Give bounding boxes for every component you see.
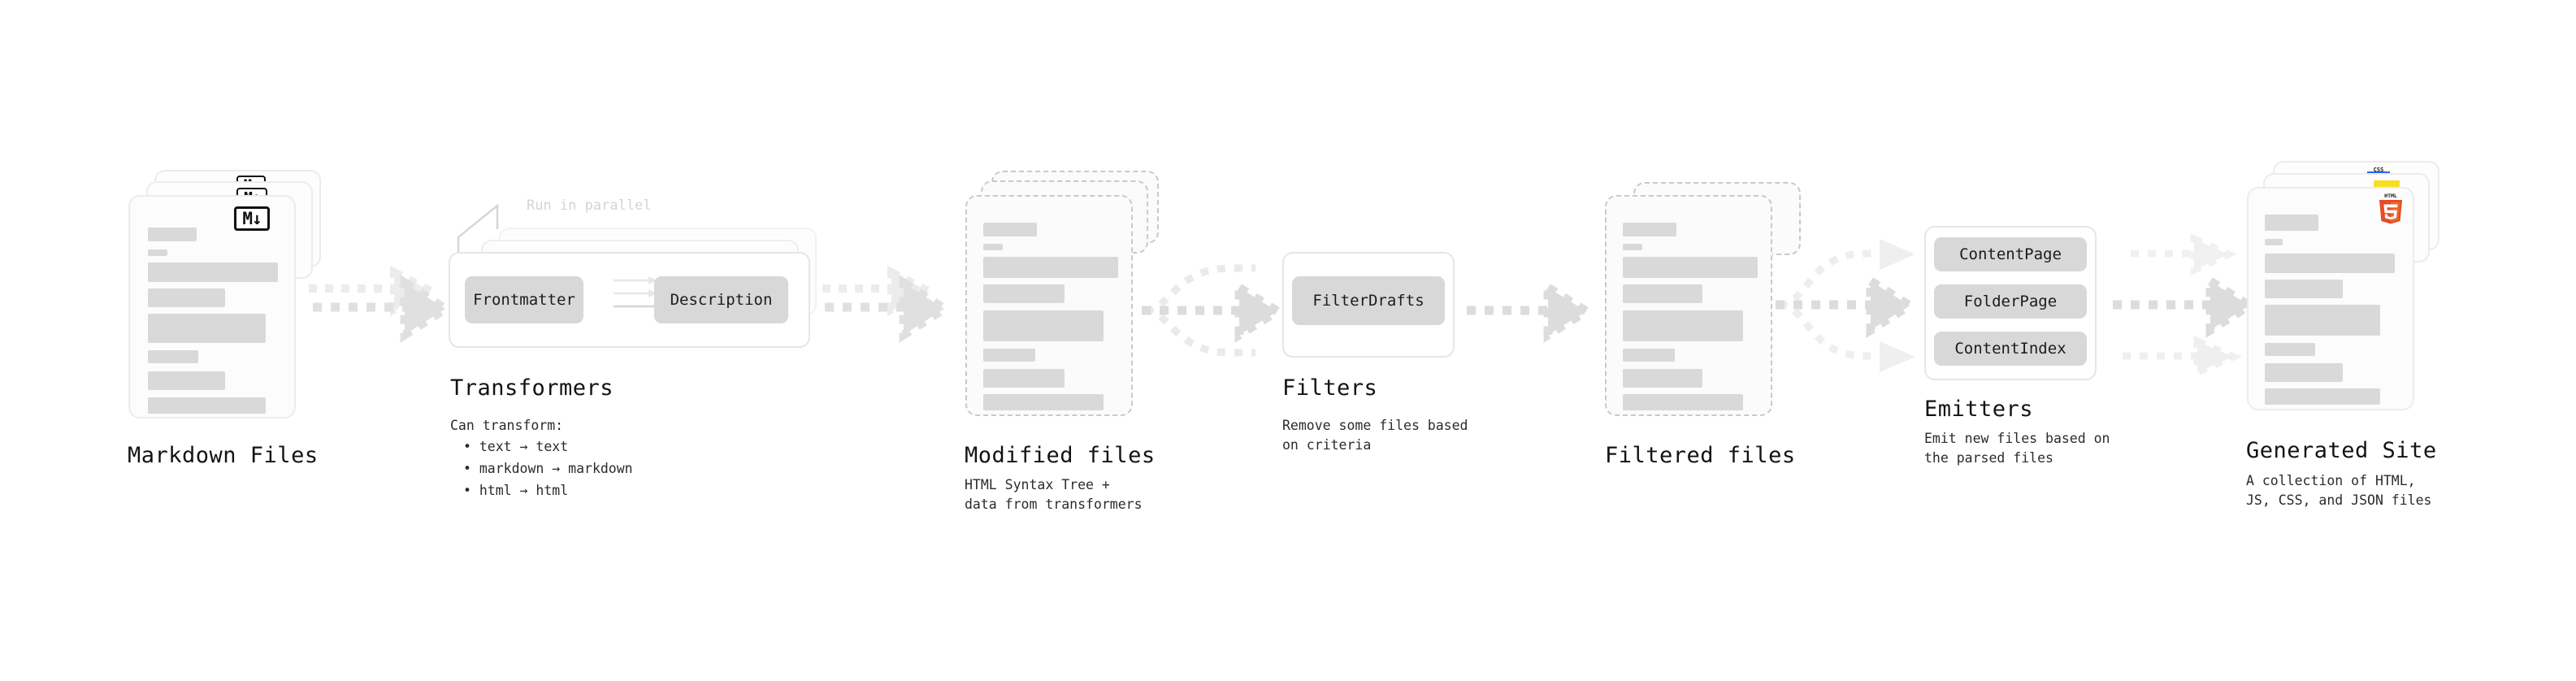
skeleton-bar (148, 350, 198, 363)
filtered-card-front (1605, 195, 1772, 416)
skeleton-bar (2265, 363, 2343, 382)
skeleton-bar (2265, 215, 2318, 231)
skeleton-bar (1623, 369, 1702, 388)
stage-title-emitters: Emitters (1924, 397, 2034, 422)
stage-title-filters: Filters (1282, 375, 1378, 401)
transformer-chip-frontmatter[interactable]: Frontmatter (465, 276, 583, 323)
skeleton-bar (1623, 349, 1675, 362)
skeleton-bar (983, 244, 1003, 250)
generated-site-subtitle: A collection of HTML, JS, CSS, and JSON … (2246, 473, 2432, 508)
emitter-chip-contentindex[interactable]: ContentIndex (1934, 332, 2087, 366)
skeleton-bar (148, 228, 197, 241)
connector-filtered-to-emitters (1776, 239, 1919, 372)
filter-chip-filterdrafts[interactable]: FilterDrafts (1292, 276, 1445, 325)
skeleton-bar (2265, 305, 2380, 336)
stage-title-filtered-files: Filtered files (1605, 443, 1796, 468)
transformers-bullet-1: • markdown → markdown (463, 461, 633, 476)
markdown-icon: M↓ (234, 206, 270, 231)
skeleton-bar (148, 288, 225, 307)
svg-text:HTML: HTML (2384, 193, 2397, 199)
connector-filters-to-filtered (1467, 280, 1595, 343)
skeleton-bar (2265, 280, 2343, 298)
transformers-bullet-0: • text → text (463, 439, 569, 454)
markdown-card-front (128, 195, 296, 419)
run-in-parallel-label: Run in parallel (527, 197, 652, 214)
skeleton-bar (1623, 310, 1743, 341)
skeleton-bar (983, 369, 1065, 388)
skeleton-bar (983, 349, 1035, 362)
emitter-chip-folderpage[interactable]: FolderPage (1934, 284, 2087, 319)
emitter-chip-contentpage[interactable]: ContentPage (1934, 237, 2087, 271)
skeleton-bar (1623, 257, 1758, 278)
connector-markdown-to-transformers (309, 265, 454, 344)
modified-files-subtitle: HTML Syntax Tree + data from transformer… (965, 477, 1143, 512)
svg-text:CSS: CSS (2374, 167, 2384, 173)
connector-transformers-to-modified (822, 265, 953, 344)
stage-title-markdown-files: Markdown Files (128, 443, 319, 468)
skeleton-bar (1623, 244, 1642, 250)
transformers-bullet-2: • html → html (463, 483, 569, 498)
skeleton-bar (148, 397, 266, 414)
skeleton-bar (2265, 388, 2380, 405)
stage-title-generated-site: Generated Site (2246, 438, 2437, 463)
run-in-parallel-bracket (457, 203, 499, 260)
filters-subtitle: Remove some files based on criteria (1282, 418, 1468, 453)
skeleton-bar (983, 223, 1037, 236)
site-card-front (2247, 187, 2414, 410)
skeleton-bar (148, 314, 266, 343)
modified-card-front (965, 195, 1133, 416)
skeleton-bar (983, 394, 1104, 410)
skeleton-bar (2265, 239, 2283, 245)
stage-title-transformers: Transformers (450, 375, 614, 401)
emitters-subtitle: Emit new files based on the parsed files (1924, 431, 2110, 466)
skeleton-bar (1623, 284, 1702, 303)
skeleton-bar (2265, 343, 2315, 356)
html5-icon: HTML (2379, 193, 2402, 224)
skeleton-bar (148, 249, 167, 256)
connector-modified-to-filters (1142, 264, 1286, 357)
skeleton-bar (1623, 223, 1676, 236)
stage-title-modified-files: Modified files (965, 443, 1156, 468)
transformers-subtitle: Can transform: (450, 418, 564, 433)
skeleton-bar (148, 262, 278, 282)
skeleton-bar (983, 284, 1065, 303)
connector-emitters-to-site (2113, 233, 2258, 378)
skeleton-bar (1623, 394, 1743, 410)
skeleton-bar (2265, 254, 2395, 273)
skeleton-bar (983, 257, 1118, 278)
skeleton-bar (148, 371, 225, 390)
skeleton-bar (983, 310, 1104, 341)
transformer-chip-description[interactable]: Description (654, 276, 788, 323)
